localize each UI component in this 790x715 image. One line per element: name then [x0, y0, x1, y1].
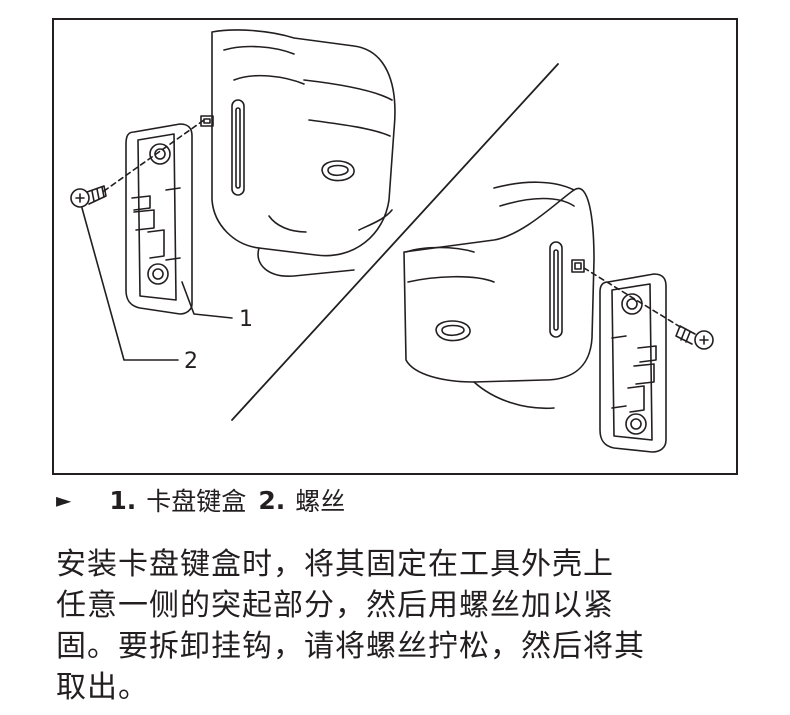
caption-item-label: 卡盘键盒: [146, 487, 247, 516]
panel-divider-line: [231, 63, 559, 421]
illustration-frame: 1 2: [52, 18, 738, 475]
caption-item-number: 1.: [109, 485, 137, 515]
instruction-paragraph: 安装卡盘键盒时，将其固定在工具外壳上 任意一侧的突起部分，然后用螺丝加以紧 固。…: [56, 544, 746, 708]
callout-number-1: 1: [239, 307, 253, 332]
caption-item-number: 2.: [258, 485, 286, 515]
screw-right: [675, 325, 714, 350]
caption-triangle-icon: ►: [56, 488, 72, 512]
leader-line-1: [181, 281, 233, 319]
caption-item-label: 螺丝: [295, 487, 346, 516]
figure-caption: ► 1. 卡盘键盒 2. 螺丝: [56, 482, 357, 518]
screw-left: [70, 185, 107, 208]
callout-number-2: 2: [184, 349, 198, 374]
chuck-key-holder-left: [125, 123, 193, 315]
tool-housing-left: [200, 29, 396, 277]
chuck-key-holder-right: [599, 273, 667, 453]
tool-housing-right: [403, 181, 595, 410]
instruction-line: 安装卡盘键盒时，将其固定在工具外壳上: [56, 547, 614, 582]
alignment-guide-left: [103, 119, 205, 192]
alignment-guide-right: [583, 267, 683, 329]
chuck-key-holder-installation-illustration: 1 2: [70, 29, 714, 453]
housing-projection-right: [571, 259, 585, 273]
housing-projection: [200, 115, 214, 127]
leader-line-2: [81, 207, 179, 361]
instruction-line: 任意一侧的突起部分，然后用螺丝加以紧: [56, 588, 614, 623]
instruction-line: 取出。: [56, 670, 149, 705]
instruction-line: 固。要拆卸挂钩，请将螺丝拧松，然后将其: [56, 629, 645, 664]
